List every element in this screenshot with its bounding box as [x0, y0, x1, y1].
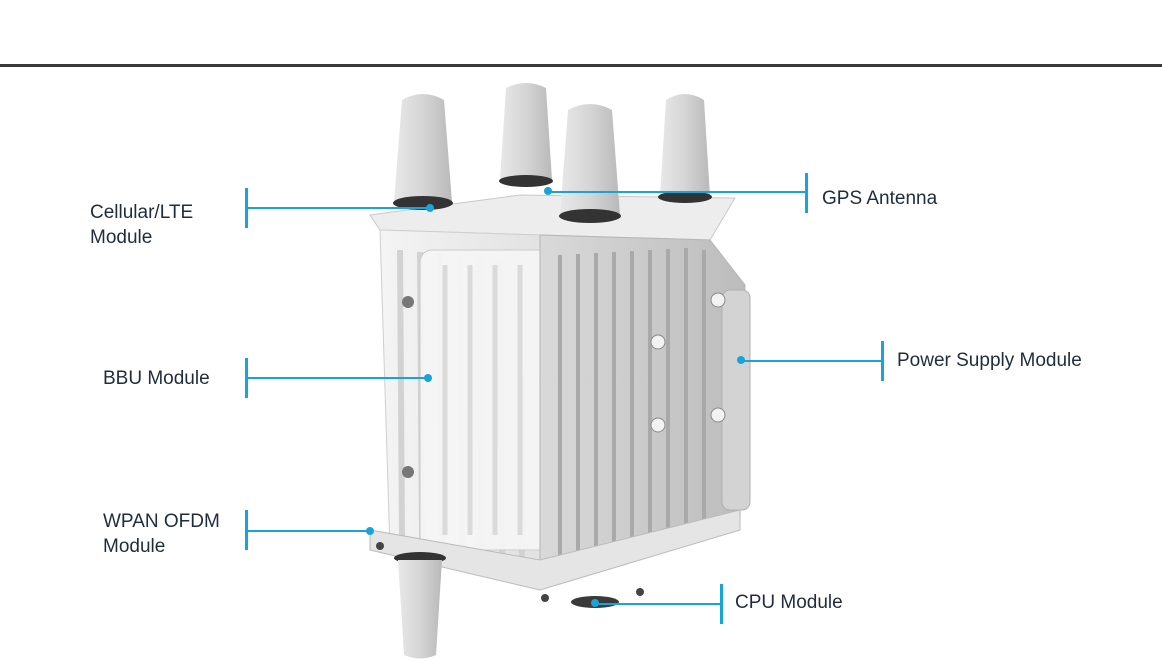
- cellular-lte-label: Cellular/LTE Module: [90, 202, 194, 248]
- antenna-1: [393, 94, 453, 210]
- gps-antenna-label: GPS Antenna: [822, 188, 938, 209]
- bbu-leader: [248, 377, 428, 379]
- cpu-tick: [720, 584, 723, 624]
- wpan-leader: [248, 530, 370, 532]
- bbu-dot: [424, 374, 432, 382]
- bottom-antenna: [394, 552, 446, 659]
- cpu-leader: [595, 603, 721, 605]
- gps-tick: [805, 173, 808, 213]
- wpan-tick: [245, 510, 248, 550]
- cellular-tick: [245, 188, 248, 228]
- power-supply-label: Power Supply Module: [897, 350, 1082, 371]
- wpan-dot: [366, 527, 374, 535]
- bbu-tick: [245, 358, 248, 398]
- gps-leader: [548, 191, 806, 193]
- cpu-module-label: CPU Module: [735, 592, 843, 613]
- top-rule: [0, 64, 1162, 67]
- antenna-2: [499, 83, 553, 187]
- power-tick: [881, 341, 884, 381]
- wpan-ofdm-label: WPAN OFDM Module: [103, 511, 220, 557]
- cellular-leader: [248, 207, 430, 209]
- bbu-module-label: BBU Module: [103, 368, 210, 389]
- cellular-dot: [426, 204, 434, 212]
- antenna-4: [658, 94, 712, 203]
- antenna-3: [559, 104, 621, 223]
- power-leader: [741, 360, 882, 362]
- gateway-device-image: [369, 83, 751, 659]
